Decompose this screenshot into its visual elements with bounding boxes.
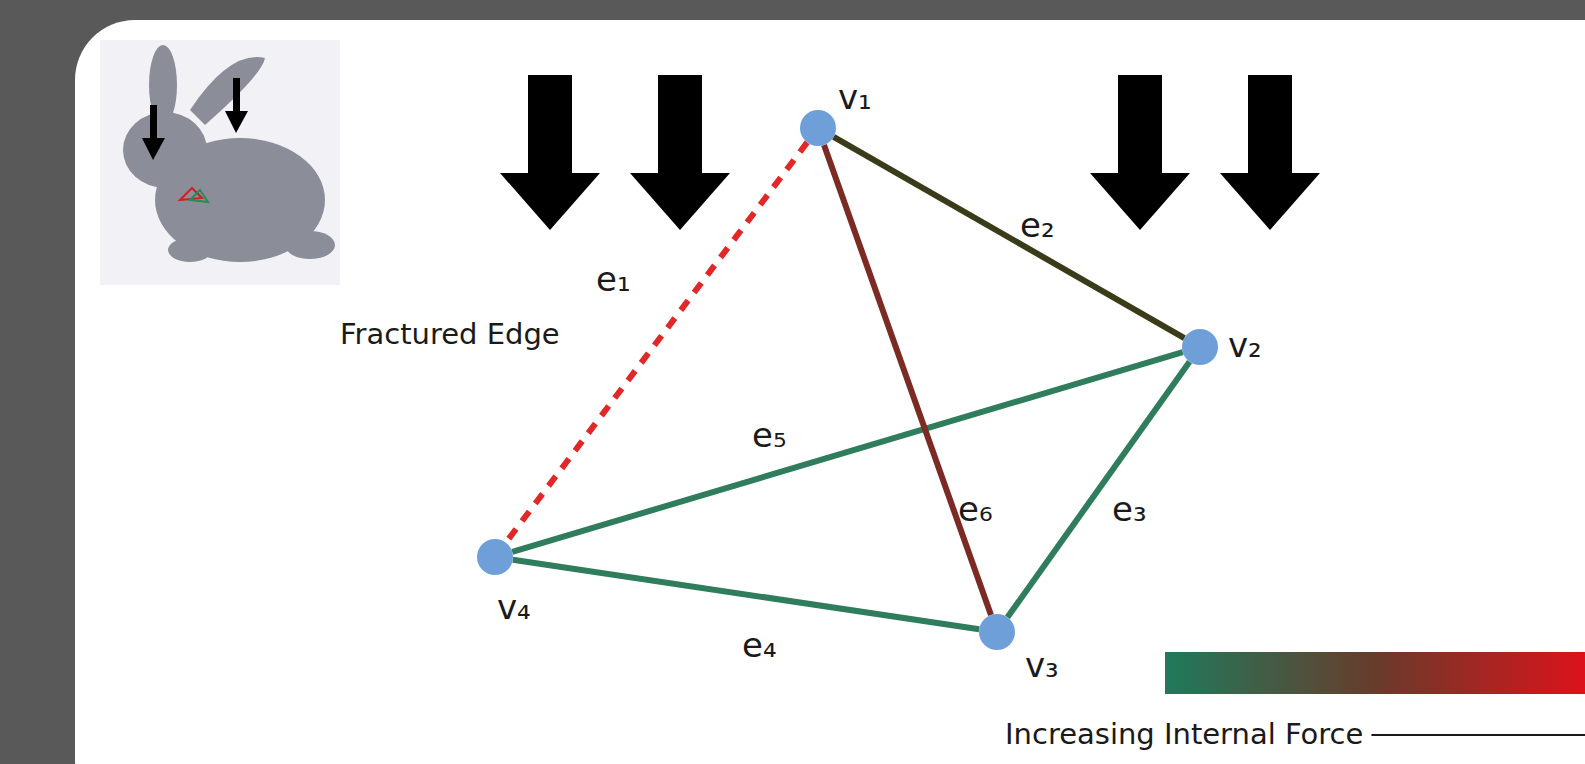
vertex-node	[979, 614, 1015, 650]
vertex-label: v₁	[838, 80, 872, 114]
mesh-edge	[513, 560, 979, 630]
edge-label: e₄	[742, 628, 777, 662]
annotation-label: Fractured Edge	[340, 320, 560, 349]
edge-label: e₆	[958, 492, 993, 526]
axis-line	[1371, 734, 1585, 736]
edge-label: e₁	[596, 262, 631, 296]
vertex-node	[477, 539, 513, 575]
edge-label: e₃	[1112, 492, 1147, 526]
legend-text: Increasing Internal Force	[1005, 720, 1363, 749]
load-arrows	[500, 75, 1320, 230]
vertex-node	[800, 110, 836, 146]
mesh-edge	[512, 352, 1182, 552]
vertex-label: v₂	[1228, 328, 1262, 362]
vertex-node	[1182, 329, 1218, 365]
edge-label: e₂	[1020, 208, 1055, 242]
vertex-label: v₄	[497, 590, 531, 624]
force-gradient-bar	[1165, 652, 1585, 694]
mesh-edge	[824, 145, 991, 615]
mesh-edge	[1007, 362, 1189, 618]
vertex-label: v₃	[1025, 648, 1059, 682]
mesh-edge	[834, 137, 1185, 338]
edge-label: e₅	[752, 418, 787, 452]
bunny-thumbnail	[100, 40, 340, 285]
